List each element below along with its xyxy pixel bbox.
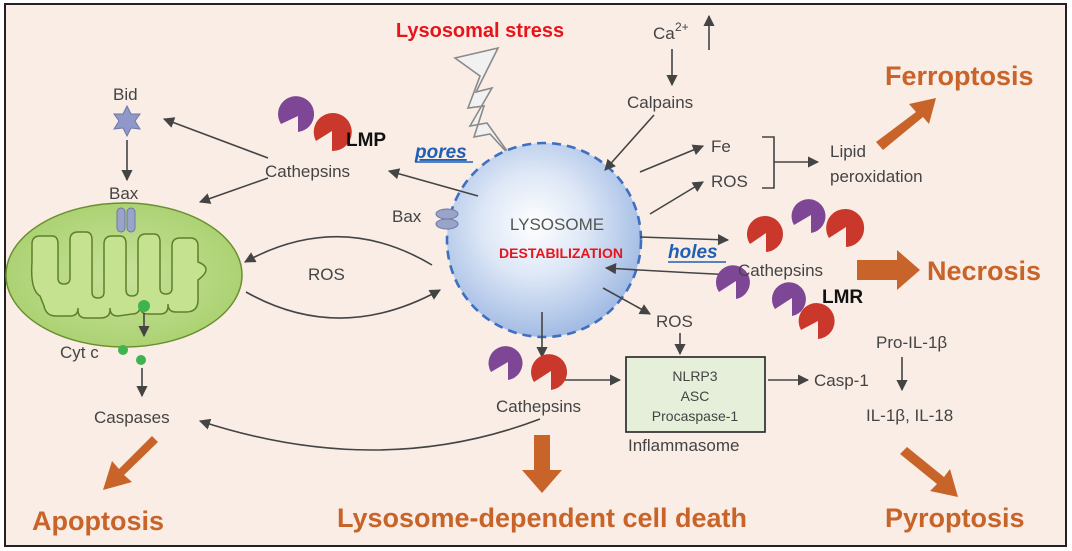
asc-label: ASC	[681, 388, 710, 404]
cathepsin-purple-icon	[488, 346, 523, 380]
bid-label: Bid	[113, 85, 138, 104]
mitochondrion	[5, 202, 243, 348]
casp1-label: Casp-1	[814, 371, 869, 390]
bax-mito-icon	[116, 207, 136, 233]
calcium-label: Ca	[653, 24, 675, 43]
apoptosis-arrow-icon	[103, 436, 158, 490]
diagram-title: Lysosomal stress	[396, 20, 564, 42]
ferroptosis-arrow-icon	[876, 98, 936, 150]
cathepsins-left-label: Cathepsins	[265, 162, 350, 181]
necrosis-arrow-icon	[857, 250, 920, 290]
cyt-c-label: Cyt c	[60, 343, 99, 362]
lysosome-state: DESTABILIZATION	[499, 245, 623, 261]
lmr-label: LMR	[822, 287, 863, 308]
inflammasome-box	[625, 356, 766, 433]
pro-il-label: Pro-IL-1β	[876, 333, 947, 352]
necrosis-label: Necrosis	[927, 256, 1041, 286]
cathepsin-red-icon	[746, 216, 783, 252]
cyt-c-dot-icon	[138, 300, 150, 312]
pyroptosis-label: Pyroptosis	[885, 503, 1025, 533]
lipid-label-line2: peroxidation	[830, 167, 923, 186]
cathepsin-red-icon	[531, 354, 568, 390]
cyt-c-dot-icon	[136, 355, 146, 365]
cathepsin-purple-icon	[771, 282, 806, 316]
ldcd-label: Lysosome-dependent cell death	[337, 503, 747, 533]
cathepsin-red-icon	[798, 303, 835, 339]
cathepsin-purple-icon	[278, 96, 315, 132]
cathepsin-purple-icon	[715, 265, 750, 299]
cyt-c-dot-icon	[118, 345, 128, 355]
bax-lysosome-label: Bax	[392, 207, 422, 226]
holes-label: holes	[668, 242, 718, 263]
calcium-sup-label: 2+	[675, 20, 689, 34]
ldcd-arrow-icon	[522, 435, 562, 493]
pores-label: pores	[414, 142, 467, 163]
lysosome-label: LYSOSOME	[510, 215, 604, 234]
lysosome: LYSOSOME DESTABILIZATION	[445, 141, 643, 339]
ferroptosis-label: Ferroptosis	[885, 61, 1034, 91]
fe-label: Fe	[711, 137, 731, 156]
apoptosis-label: Apoptosis	[32, 506, 164, 536]
bid-star-icon	[113, 104, 141, 138]
procaspase-label: Procaspase-1	[652, 408, 739, 424]
nlrp3-label: NLRP3	[672, 368, 717, 384]
cathepsin-red-icon	[826, 209, 865, 247]
cathepsin-red-icon	[313, 113, 352, 152]
il-label: IL-1β, IL-18	[866, 406, 953, 425]
bax-lysosome-icon	[435, 208, 459, 230]
caspases-label: Caspases	[94, 408, 170, 427]
cathepsins-bottom-label: Cathepsins	[496, 397, 581, 416]
lipid-label-line1: Lipid	[830, 142, 866, 161]
ros-mito-label: ROS	[308, 265, 345, 284]
pyroptosis-arrow-icon	[900, 447, 958, 497]
lmp-label: LMP	[346, 130, 386, 151]
calpains-label: Calpains	[627, 93, 693, 112]
ros-fe-label: ROS	[711, 172, 748, 191]
bax-mito-label: Bax	[109, 184, 139, 203]
cathepsin-purple-icon	[791, 199, 826, 233]
inflammasome-label: Inflammasome	[628, 436, 739, 455]
cathepsins-right-label: Cathepsins	[738, 261, 823, 280]
ros-lower-label: ROS	[656, 312, 693, 331]
